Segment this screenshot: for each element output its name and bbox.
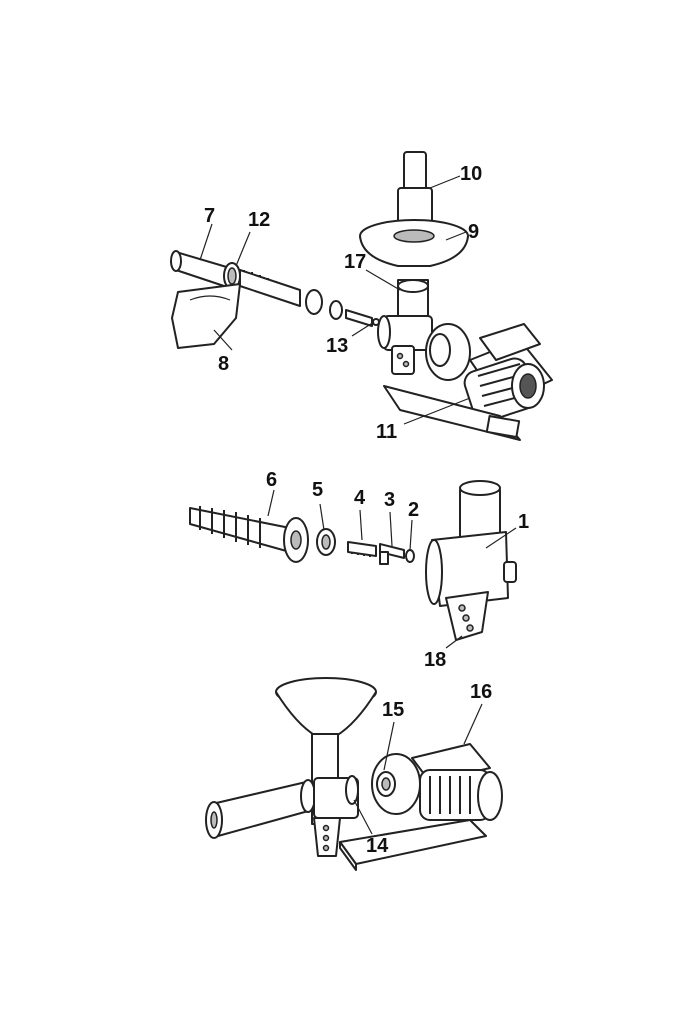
callout-8: 8 xyxy=(218,354,229,374)
pulley-part xyxy=(426,324,470,380)
drive-shaft-part xyxy=(380,544,404,564)
callout-15: 15 xyxy=(382,700,404,720)
callout-2: 2 xyxy=(408,500,419,520)
shaft-pin-part xyxy=(346,310,379,326)
outlet-tube-part xyxy=(206,780,315,838)
callout-16: 16 xyxy=(470,682,492,702)
exploded-view-illustration xyxy=(190,481,516,640)
motor-assembly-illustration xyxy=(206,678,502,870)
callout-10: 10 xyxy=(460,164,482,184)
callout-1: 1 xyxy=(518,512,529,532)
bushing-part xyxy=(330,301,342,319)
spring-part xyxy=(348,542,376,557)
hopper-tray-part xyxy=(360,220,468,266)
callout-6: 6 xyxy=(266,470,277,490)
callout-9: 9 xyxy=(468,222,479,242)
callout-18: 18 xyxy=(424,650,446,670)
callout-17: 17 xyxy=(344,252,366,272)
callout-7: 7 xyxy=(204,206,215,226)
callout-5: 5 xyxy=(312,480,323,500)
spiral-screen-part xyxy=(240,270,322,314)
main-body-part xyxy=(426,481,516,640)
callout-13: 13 xyxy=(326,336,348,356)
washer-part xyxy=(406,550,414,562)
drive-motor-part xyxy=(340,744,502,870)
auger-screw-part xyxy=(190,506,308,562)
seal-bushing-part xyxy=(317,529,335,555)
callout-11: 11 xyxy=(376,422,397,442)
pusher-part xyxy=(398,152,432,228)
callout-14: 14 xyxy=(366,836,388,856)
juice-tray-part xyxy=(172,284,240,348)
pulley-cover-part xyxy=(372,754,420,814)
assembled-machine-illustration xyxy=(171,152,552,440)
callout-3: 3 xyxy=(384,490,395,510)
callout-4: 4 xyxy=(354,488,365,508)
callout-12: 12 xyxy=(248,210,270,230)
body-housing-part xyxy=(378,316,432,374)
outlet-cone-part xyxy=(171,251,230,288)
